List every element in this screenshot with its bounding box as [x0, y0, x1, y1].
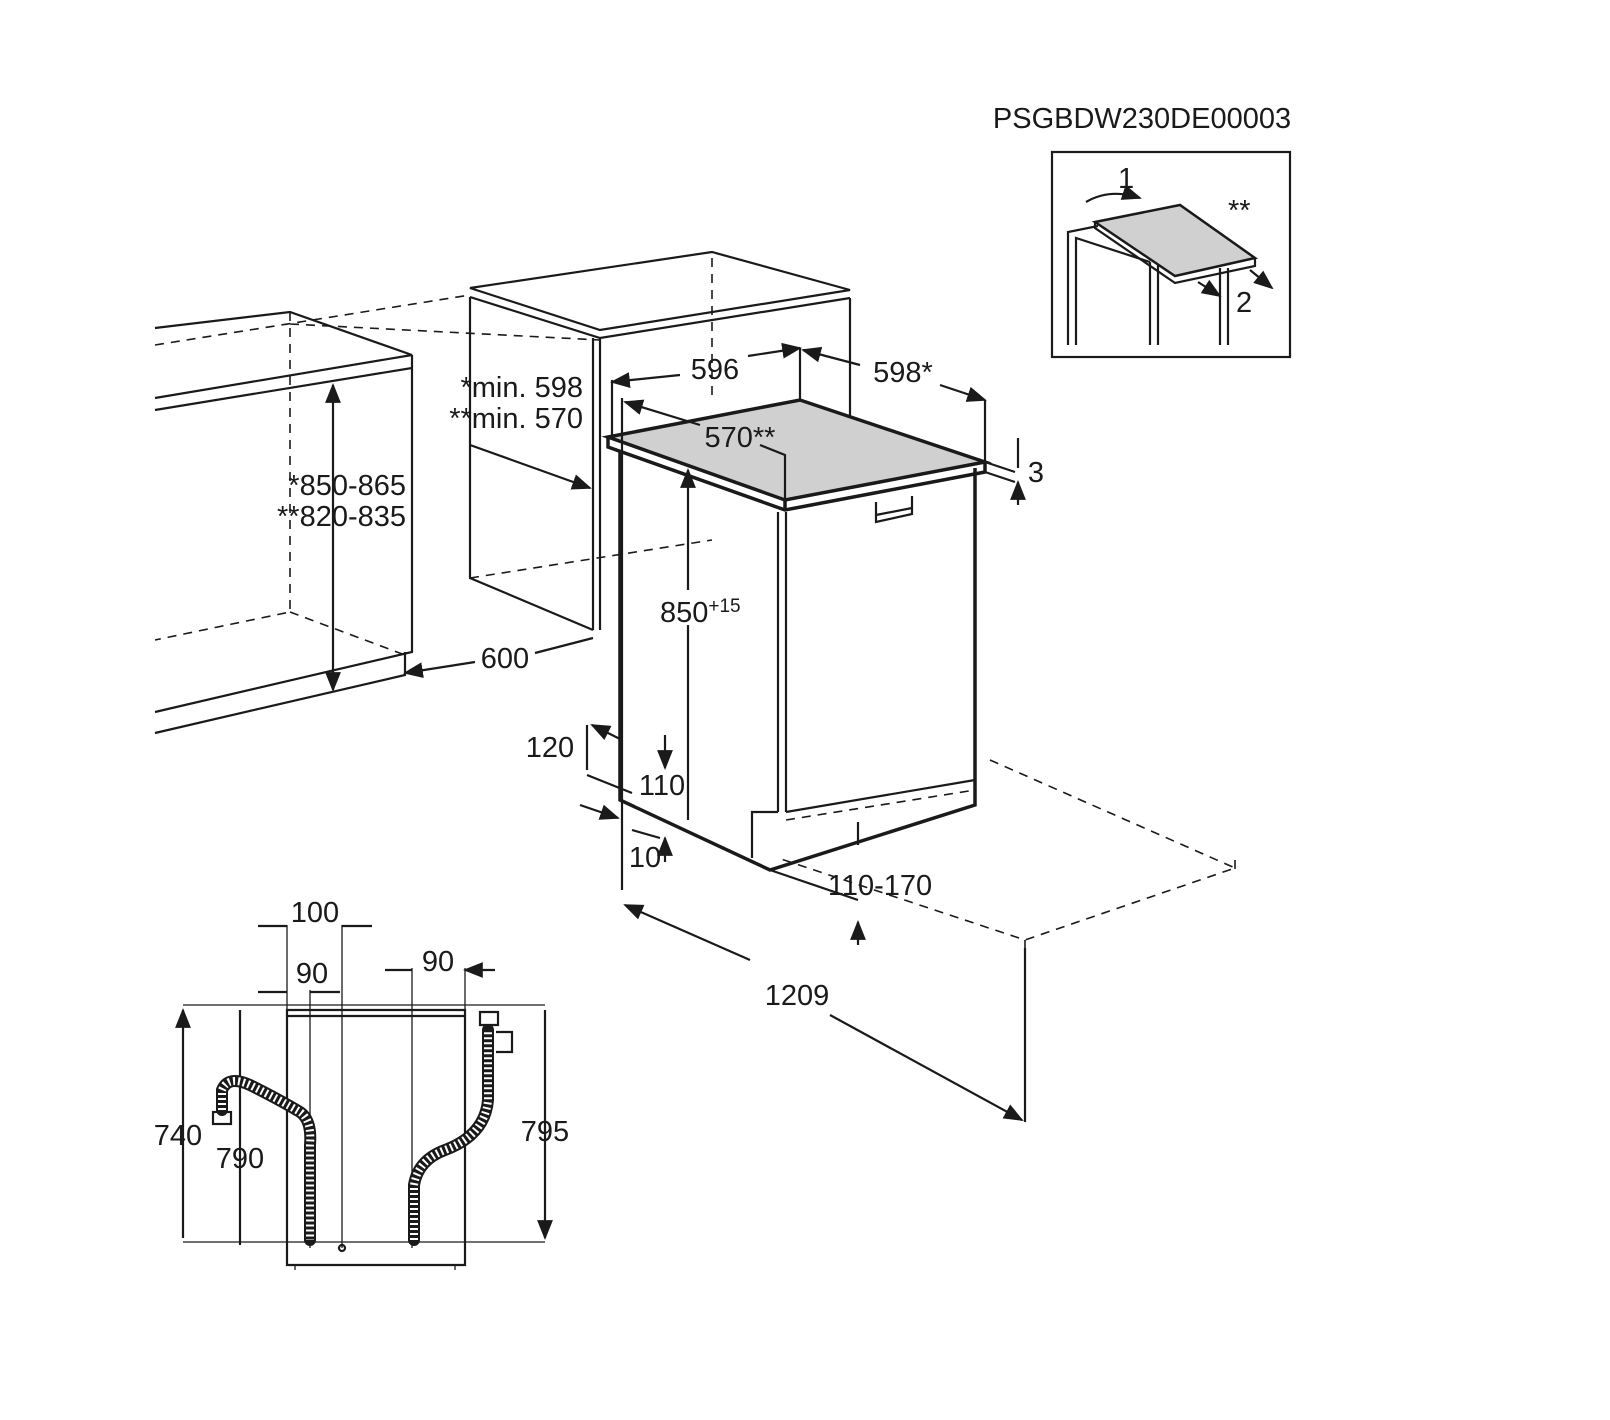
dimension-labels: *min. 598 **min. 570 *850-865 **820-835 … [154, 354, 1044, 1175]
label-height: 850+15 [660, 596, 741, 629]
label-depth-alt: 570** [705, 422, 776, 454]
label-depth: 598* [873, 357, 933, 389]
label-110: 110 [639, 770, 685, 802]
label-10: 10 [629, 842, 661, 874]
label-rear-90-left: 90 [296, 958, 328, 990]
label-rear-795: 795 [521, 1116, 569, 1148]
rear-view [183, 924, 545, 1270]
inset-step-1: 1 [1118, 163, 1134, 195]
inset-note: ** [1228, 195, 1251, 227]
label-rear-90-right: 90 [422, 946, 454, 978]
label-120: 120 [526, 732, 574, 764]
label-cabinet-depth: 600 [481, 643, 529, 675]
niche-outline [405, 250, 852, 673]
dishwasher [601, 398, 1238, 1122]
label-door-open: 1209 [765, 980, 830, 1012]
label-niche-height-1: *850-865 [288, 470, 406, 502]
label-rear-790: 790 [216, 1143, 264, 1175]
inset-step-2: 2 [1236, 287, 1252, 319]
label-rear-740: 740 [154, 1120, 202, 1152]
label-rear-100: 100 [291, 897, 339, 929]
label-niche-width-2: **min. 570 [449, 403, 583, 435]
label-width: 596 [691, 354, 739, 386]
label-top-thickness: 3 [1028, 457, 1044, 489]
adjacent-cabinet [154, 294, 601, 735]
worktop-removal-inset: 1 2 ** [1050, 150, 1292, 359]
label-niche-height-2: **820-835 [277, 501, 406, 533]
label-plinth: 110-170 [828, 870, 932, 902]
label-niche-width-1: *min. 598 [460, 372, 583, 404]
dimension-lines [580, 342, 1022, 1121]
diagram-code: PSGBDW230DE00003 [993, 103, 1291, 135]
